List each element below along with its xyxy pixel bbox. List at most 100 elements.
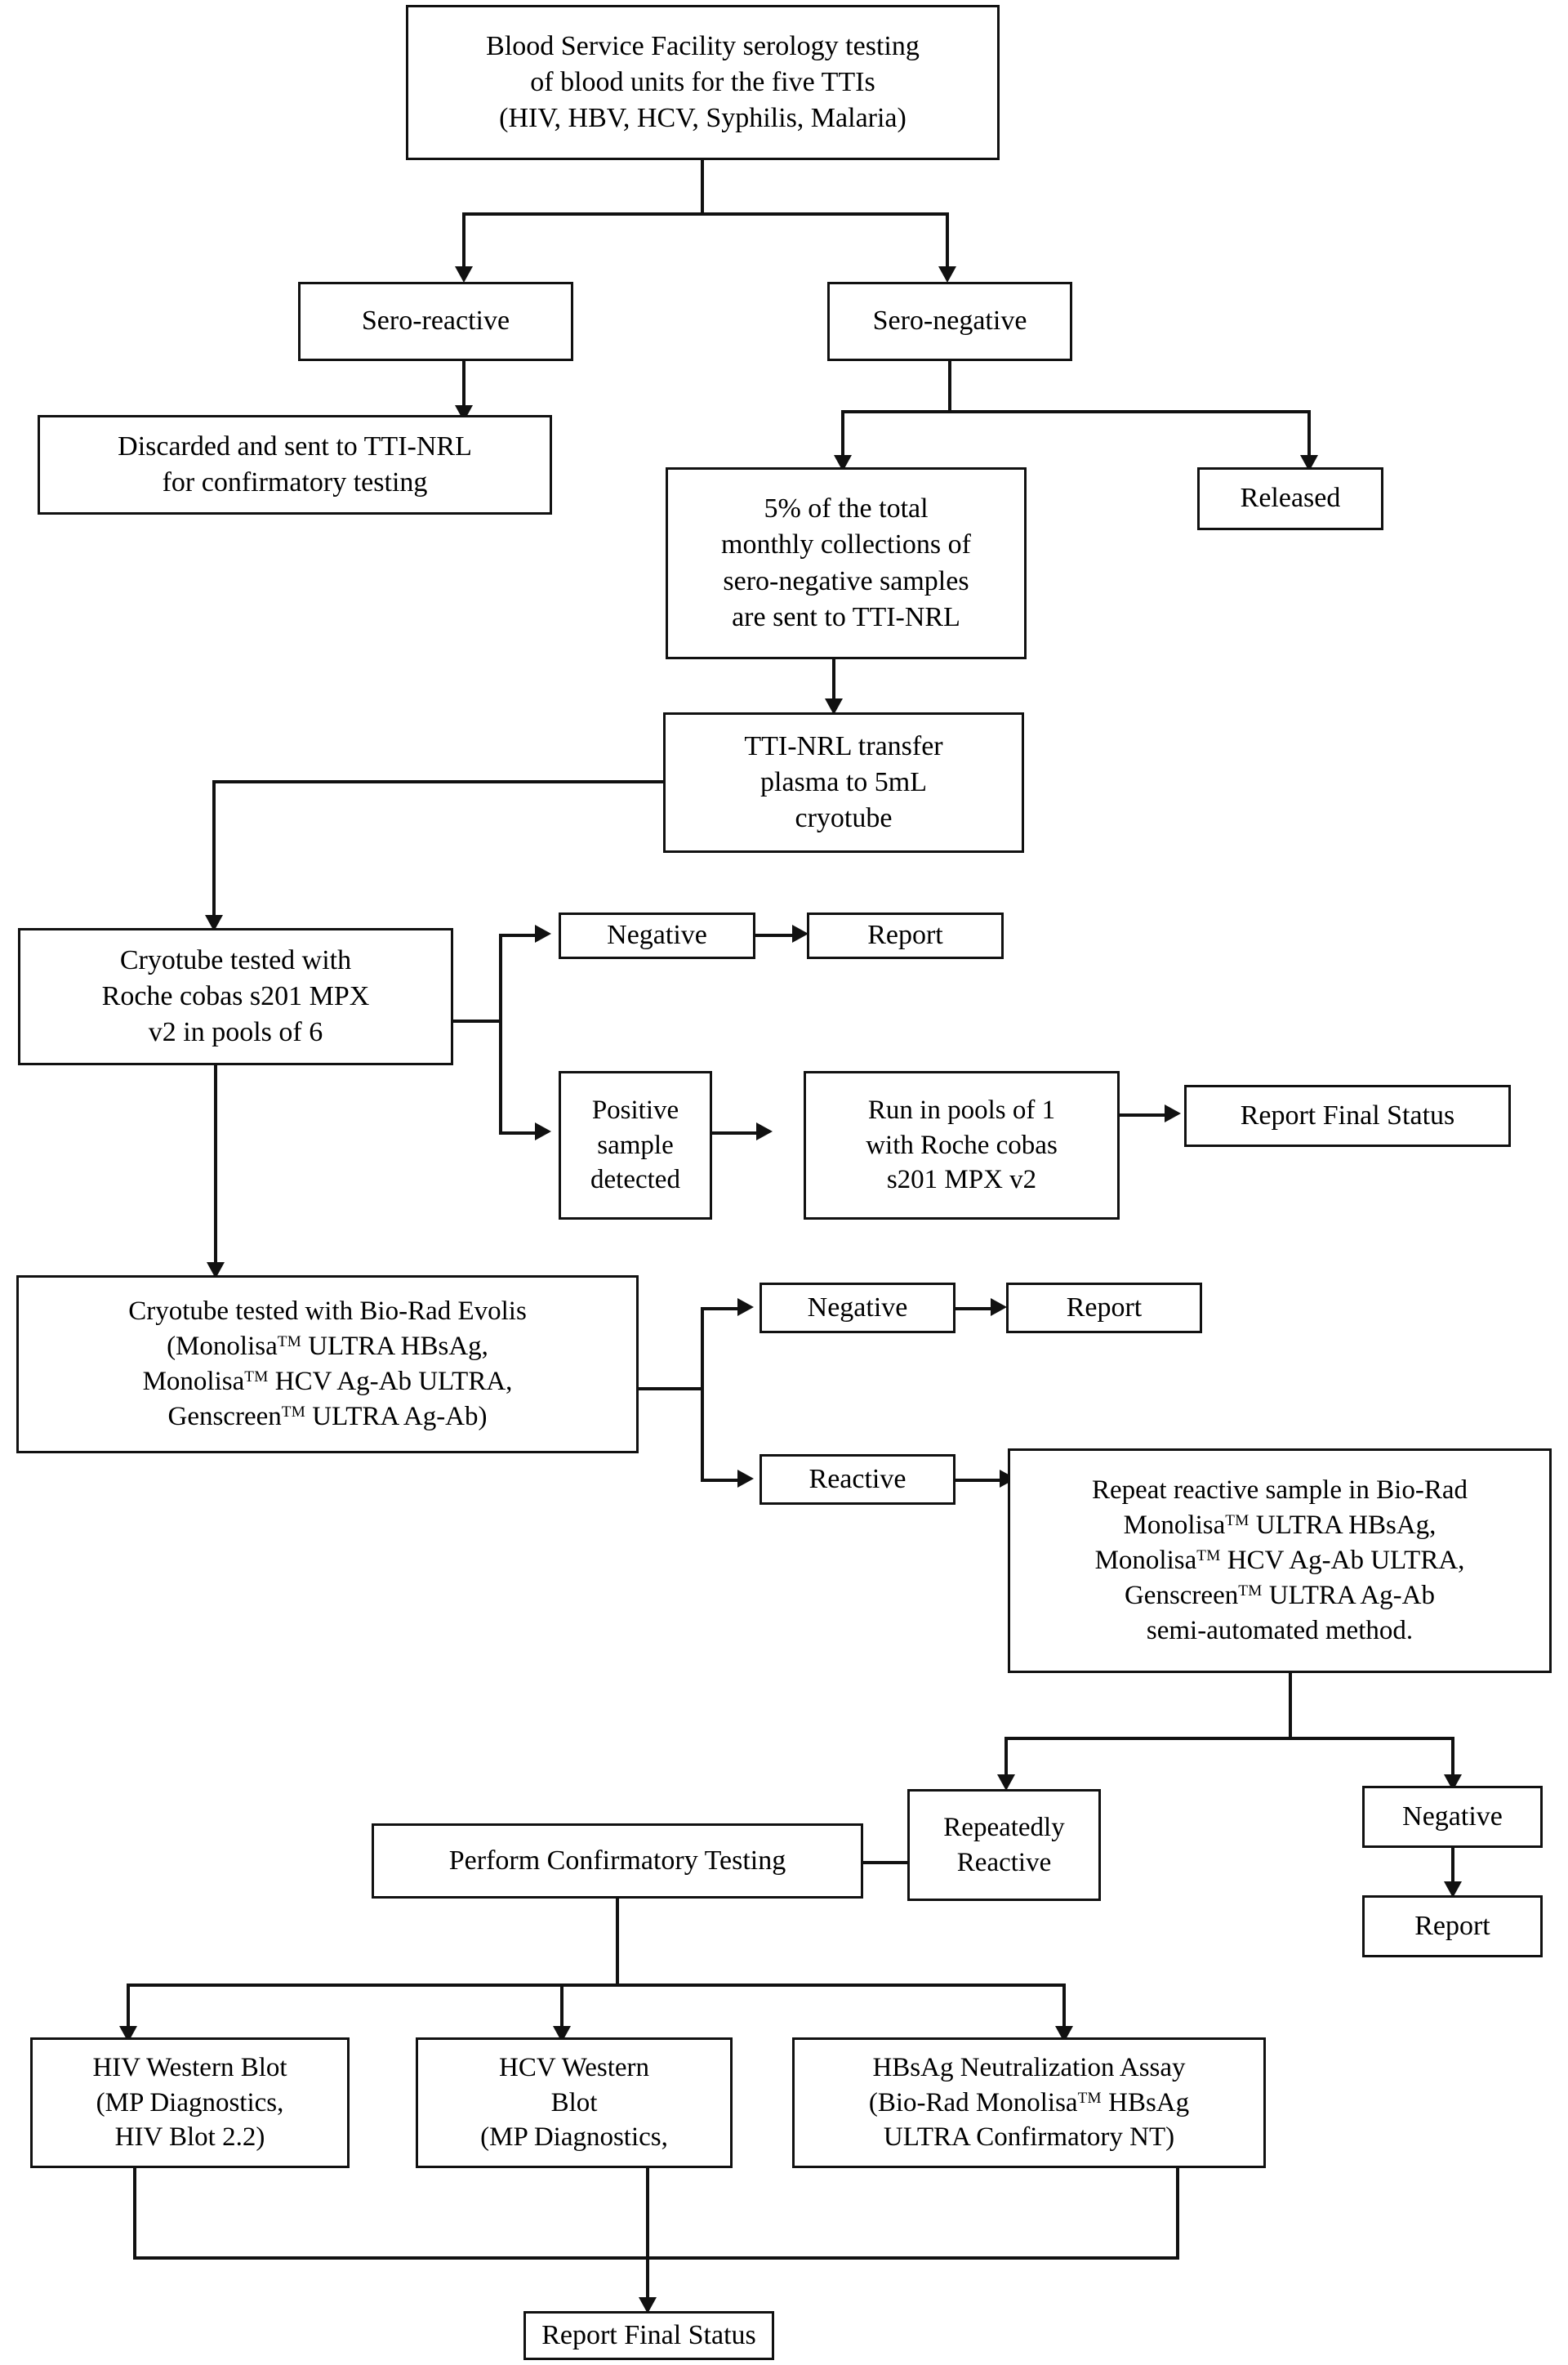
serology-negative-label: Negative: [807, 1292, 908, 1323]
serology-report-label: Report: [1066, 1292, 1143, 1323]
arrowhead-to-nat-reportfinal: [1165, 1104, 1181, 1122]
fivepercent-line4: are sent to TTI-NRL: [732, 601, 960, 632]
transfer-line3: cryotube: [795, 803, 893, 834]
connector-hiv-down: [133, 2168, 136, 2260]
node-serology-testing: Blood Service Facility serology testing …: [406, 5, 1000, 160]
connector-to-seroreactive: [462, 212, 466, 270]
connector-confirmatory-stem: [616, 1899, 619, 1987]
connector-positive-to-runpools: [710, 1131, 761, 1135]
serology-testing-line1: Blood Service Facility serology testing: [486, 30, 920, 61]
arrowhead-nat-report: [792, 925, 808, 943]
node-sero-reactive: Sero-reactive: [298, 282, 573, 361]
connector-repeat-split: [1004, 1737, 1454, 1740]
node-five-percent-collections: 5% of the total monthly collections of s…: [666, 467, 1027, 659]
connector-roche-down-to-biorad: [214, 1065, 217, 1268]
repeat-line4-a: Genscreen: [1124, 1580, 1239, 1610]
connector-repeat-stem: [1289, 1673, 1292, 1740]
repeat-line3-b: HCV Ag-Ab ULTRA,: [1220, 1546, 1465, 1576]
arrowhead-to-transfer: [825, 698, 843, 715]
hbsag-line1: HBsAg Neutralization Assay: [872, 2052, 1186, 2082]
connector-transfer-down: [212, 780, 216, 921]
connector-biorad-to-reactive: [701, 1479, 743, 1482]
cryotube-roche-line3: v2 in pools of 6: [148, 1017, 323, 1048]
arrowhead-serology-report: [991, 1298, 1007, 1316]
hbsag-line2-a: (Bio-Rad Monolisa: [868, 2087, 1078, 2117]
connector-reactive-to-repeat: [954, 1479, 1004, 1482]
discarded-line2: for confirmatory testing: [162, 467, 428, 498]
connector-serology-split: [462, 212, 949, 216]
connector-biorad-to-negative: [701, 1307, 743, 1310]
hiv-blot-line2: (MP Diagnostics,: [96, 2087, 284, 2117]
connector-roche-to-negative: [499, 934, 540, 937]
connector-to-hbsag-assay: [1062, 1983, 1066, 2033]
arrowhead-to-runpools: [756, 1122, 773, 1140]
trademark-icon: TM: [281, 1403, 306, 1421]
node-nat-report-final-status: Report Final Status: [1184, 1085, 1511, 1147]
arrowhead-to-repeatedly-reactive: [997, 1774, 1015, 1791]
hiv-blot-line1: HIV Western Blot: [92, 2052, 287, 2082]
nat-negative-label: Negative: [607, 920, 707, 951]
repeat-line2-b: ULTRA HBsAg,: [1249, 1510, 1437, 1541]
nat-report-label: Report: [867, 920, 943, 951]
repeat-line1: Repeat reactive sample in Bio-Rad: [1091, 1475, 1468, 1506]
arrowhead-to-seronegative: [938, 266, 956, 283]
node-repeat-reactive-sample: Repeat reactive sample in Bio-Rad Monoli…: [1008, 1448, 1552, 1673]
arrowhead-final-report: [1444, 1881, 1462, 1898]
serology-testing-line2: of blood units for the five TTIs: [530, 66, 875, 97]
nat-report-final-label: Report Final Status: [1240, 1100, 1455, 1131]
sero-negative-label: Sero-negative: [872, 306, 1027, 337]
hiv-blot-line3: HIV Blot 2.2): [114, 2122, 265, 2153]
trademark-icon: TM: [244, 1368, 269, 1386]
connector-finalnegative-to-report: [1451, 1848, 1454, 1887]
final-report-label: Report: [1414, 1910, 1490, 1941]
biorad-line4-b: ULTRA Ag-Ab): [305, 1401, 488, 1431]
arrowhead-roche-negative: [535, 925, 551, 943]
arrowhead-to-cryotube-biorad: [207, 1262, 225, 1278]
node-released: Released: [1197, 467, 1383, 530]
node-final-negative: Negative: [1362, 1786, 1543, 1848]
discarded-line1: Discarded and sent to TTI-NRL: [118, 431, 472, 462]
runpools-line1: Run in pools of 1: [867, 1095, 1056, 1125]
connector-runpools-to-reportfinal: [1118, 1113, 1169, 1117]
connector-to-released: [1307, 410, 1311, 461]
biorad-line3-a: Monolisa: [142, 1367, 245, 1396]
trademark-icon: TM: [1238, 1582, 1263, 1600]
repeat-line2-a: Monolisa: [1123, 1510, 1226, 1541]
repeat-line4-b: ULTRA Ag-Ab: [1262, 1580, 1436, 1610]
connector-roche-out: [452, 1020, 502, 1023]
connector-bottom-merge: [133, 2256, 1179, 2260]
arrowhead-biorad-reactive: [737, 1470, 754, 1488]
node-perform-confirmatory-testing: Perform Confirmatory Testing: [372, 1823, 863, 1899]
connector-to-final-negative: [1451, 1737, 1454, 1781]
biorad-line2-a: (Monolisa: [167, 1332, 278, 1362]
node-final-report: Report: [1362, 1895, 1543, 1957]
connector-roche-to-positive: [499, 1131, 540, 1135]
connector-natnegative-to-report: [754, 934, 797, 937]
runpools-line3: s201 MPX v2: [886, 1165, 1037, 1195]
runpools-line2: with Roche cobas: [866, 1130, 1058, 1160]
node-hiv-western-blot: HIV Western Blot (MP Diagnostics, HIV Bl…: [30, 2037, 350, 2168]
hbsag-line2-b: HBsAg: [1101, 2087, 1190, 2117]
node-nat-negative: Negative: [559, 913, 755, 959]
node-hcv-western-blot: HCV Western Blot (MP Diagnostics,: [416, 2037, 733, 2168]
connector-biorad-split: [701, 1307, 704, 1482]
connector-to-repeatedly-reactive: [1004, 1737, 1008, 1781]
connector-to-fivepercent: [841, 410, 844, 461]
repeat-line5: semi-automated method.: [1146, 1615, 1414, 1645]
node-hbsag-neutralization-assay: HBsAg Neutralization Assay (Bio-Rad Mono…: [792, 2037, 1266, 2168]
connector-roche-split: [499, 934, 502, 1135]
repeatedly-line1: Repeatedly: [943, 1812, 1065, 1842]
repeatedly-line2: Reactive: [956, 1847, 1052, 1877]
node-serology-negative: Negative: [760, 1283, 956, 1333]
sero-reactive-label: Sero-reactive: [361, 306, 510, 337]
arrowhead-biorad-negative: [737, 1298, 754, 1316]
connector-repeatedly-to-confirmatory: [856, 1861, 908, 1864]
connector-transfer-leftrun: [212, 780, 665, 783]
positive-line3: detected: [590, 1165, 680, 1195]
fivepercent-line1: 5% of the total: [764, 493, 929, 524]
connector-to-hiv-blot: [127, 1983, 130, 2033]
node-repeatedly-reactive: Repeatedly Reactive: [907, 1789, 1101, 1901]
node-discarded-confirmatory: Discarded and sent to TTI-NRL for confir…: [38, 415, 552, 515]
trademark-icon: TM: [1196, 1547, 1221, 1565]
node-report-final-status: Report Final Status: [523, 2311, 774, 2360]
